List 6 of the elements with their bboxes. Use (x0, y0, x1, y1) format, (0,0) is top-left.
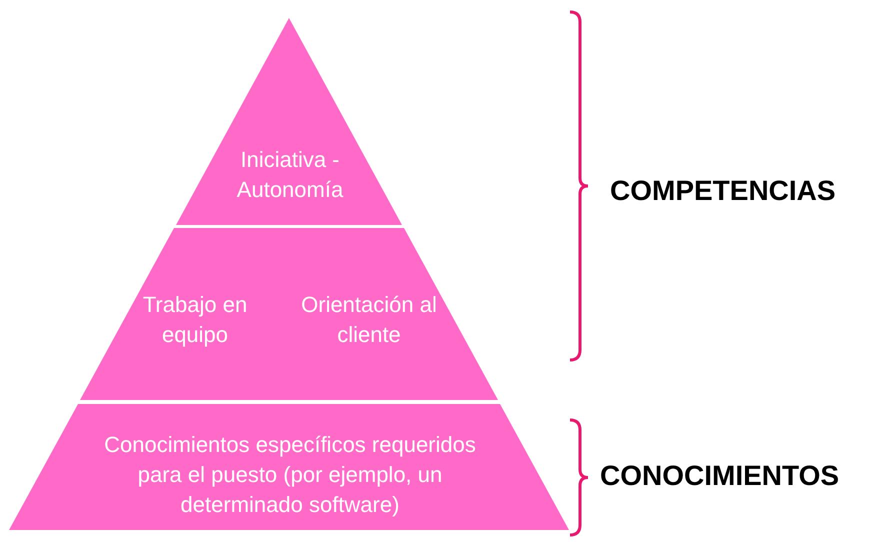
group-label: COMPETENCIAS (610, 175, 836, 207)
section-label: Iniciativa - Autonomía (236, 146, 344, 204)
section-label: Conocimientos específicos requeridos para el puesto (por ejemplo, un determinado software) (103, 431, 477, 519)
section-label: Trabajo en equipo (142, 291, 248, 349)
group-label: CONOCIMIENTOS (600, 460, 840, 492)
section-label: Orientación al cliente (300, 291, 438, 349)
